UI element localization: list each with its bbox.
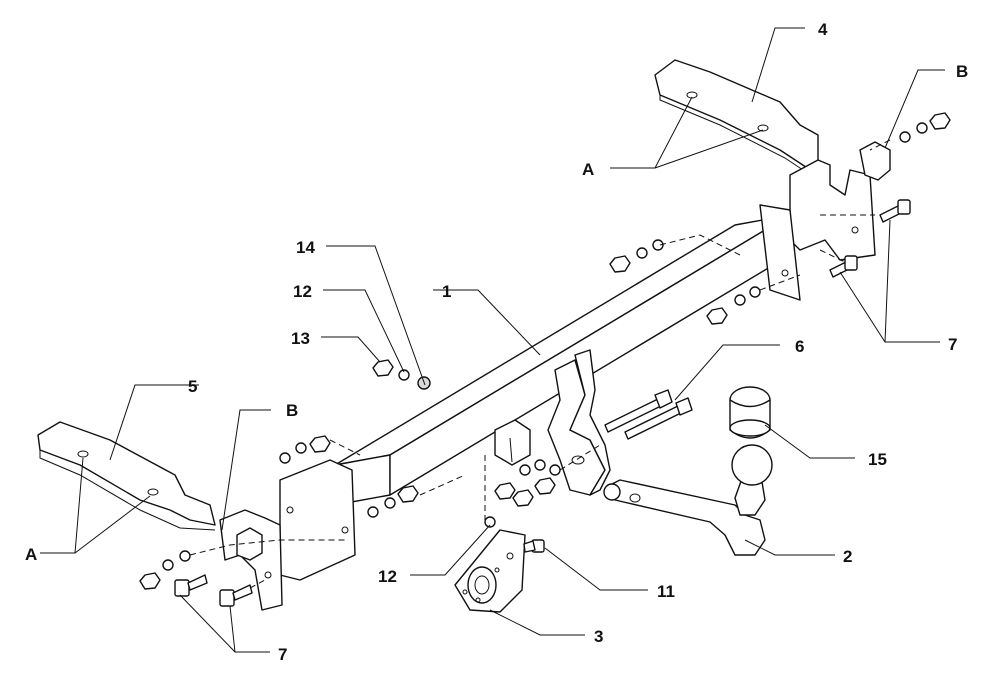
callout-7-right: 7	[948, 335, 957, 354]
ball-cover	[729, 386, 771, 439]
callout-12-top: 12	[293, 282, 312, 301]
socket-bolt	[523, 539, 545, 553]
center-mount-bracket	[547, 349, 611, 496]
callout-labels: 4 B A 7 6 1 14 12 13 5 B A 7 15 2 11 12 …	[25, 20, 968, 664]
callout-4: 4	[818, 20, 828, 39]
callout-12-bottom: 12	[378, 567, 397, 586]
left-bolts	[174, 574, 253, 607]
callout-7-left: 7	[278, 645, 287, 664]
callout-b-left: B	[286, 401, 298, 420]
callout-14: 14	[296, 238, 315, 257]
tow-ball-arm	[603, 444, 773, 556]
callout-a-left: A	[25, 545, 37, 564]
callout-6: 6	[795, 337, 804, 356]
right-bolts	[829, 199, 911, 278]
callout-15: 15	[868, 450, 887, 469]
callout-13: 13	[291, 329, 310, 348]
right-side-bracket	[654, 59, 891, 261]
long-bolts	[604, 389, 693, 440]
small-clip-bracket	[494, 419, 531, 466]
callout-11: 11	[657, 582, 675, 601]
leader-lines	[40, 27, 945, 653]
socket-plate	[454, 529, 526, 613]
main-cross-beam	[279, 204, 801, 581]
assembly-lines	[189, 139, 891, 589]
callout-5: 5	[188, 377, 197, 396]
callout-3: 3	[594, 627, 603, 646]
callout-a-right: A	[582, 160, 594, 179]
callout-2: 2	[843, 547, 852, 566]
callout-b-right: B	[956, 62, 968, 81]
callout-1: 1	[442, 282, 451, 301]
left-side-bracket	[37, 421, 283, 611]
